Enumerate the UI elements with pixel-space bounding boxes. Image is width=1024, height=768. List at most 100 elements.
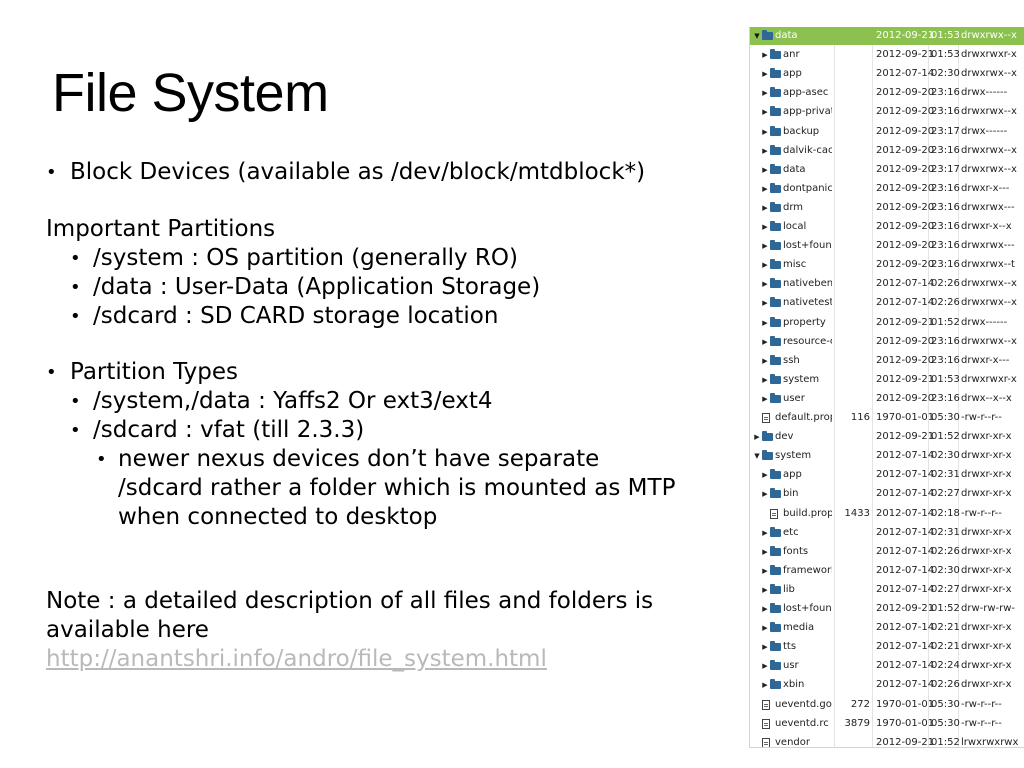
file-name: nativetest bbox=[783, 297, 832, 309]
collapsed-arrow-icon[interactable]: ▶ bbox=[762, 643, 768, 652]
file-time: 05:30 bbox=[931, 698, 960, 710]
reference-link[interactable]: http://anantshri.info/andro/file_system.… bbox=[46, 646, 547, 672]
collapsed-arrow-icon[interactable]: ▶ bbox=[762, 242, 768, 251]
collapsed-arrow-icon[interactable]: ▶ bbox=[762, 490, 768, 499]
file-date: 2012-07-14 bbox=[876, 488, 935, 500]
collapsed-arrow-icon[interactable]: ▶ bbox=[762, 624, 768, 633]
collapsed-arrow-icon[interactable]: ▶ bbox=[762, 681, 768, 690]
file-name: fonts bbox=[783, 545, 809, 557]
collapsed-arrow-icon[interactable]: ▶ bbox=[762, 184, 768, 193]
collapsed-arrow-icon[interactable]: ▶ bbox=[762, 662, 768, 671]
file-row[interactable]: ueventd.goldfish.rc2721970-01-0105:30-rw… bbox=[750, 696, 1024, 714]
collapsed-arrow-icon[interactable]: ▶ bbox=[762, 299, 768, 308]
expanded-arrow-icon[interactable]: ▼ bbox=[754, 32, 760, 40]
collapsed-arrow-icon[interactable]: ▶ bbox=[762, 337, 768, 346]
file-permissions: drwxr-xr-x bbox=[961, 488, 1012, 500]
file-icon bbox=[762, 699, 770, 710]
file-row[interactable]: ▶nativebenchmark2012-07-1402:26drwxrwx--… bbox=[750, 275, 1024, 293]
collapsed-arrow-icon[interactable]: ▶ bbox=[762, 375, 768, 384]
collapsed-arrow-icon[interactable]: ▶ bbox=[762, 280, 768, 289]
file-permissions: drwxr-xr-x bbox=[961, 469, 1012, 481]
folder-icon bbox=[770, 622, 781, 633]
folder-icon bbox=[770, 240, 781, 251]
file-date: 2012-09-20 bbox=[876, 125, 935, 137]
file-permissions: drwx------ bbox=[961, 316, 1008, 328]
collapsed-arrow-icon[interactable]: ▶ bbox=[762, 70, 768, 79]
collapsed-arrow-icon[interactable]: ▶ bbox=[762, 108, 768, 117]
file-name: framework bbox=[783, 564, 832, 576]
file-date: 2012-09-20 bbox=[876, 392, 935, 404]
collapsed-arrow-icon[interactable]: ▶ bbox=[762, 318, 768, 327]
file-permissions: drwxr-xr-x bbox=[961, 660, 1012, 672]
file-date: 2012-07-14 bbox=[876, 526, 935, 538]
collapsed-arrow-icon[interactable]: ▶ bbox=[762, 203, 768, 212]
collapsed-arrow-icon[interactable]: ▶ bbox=[762, 547, 768, 556]
collapsed-arrow-icon[interactable]: ▶ bbox=[762, 605, 768, 613]
collapsed-arrow-icon[interactable]: ▶ bbox=[762, 585, 768, 594]
collapsed-arrow-icon[interactable]: ▶ bbox=[762, 165, 768, 174]
file-name: xbin bbox=[783, 679, 805, 691]
file-time: 01:53 bbox=[931, 49, 960, 61]
file-name: ueventd.goldfish.rc bbox=[775, 698, 832, 710]
file-name: tts bbox=[783, 641, 797, 653]
bullet-marker: • bbox=[70, 420, 81, 441]
body-text-line: /sdcard : SD CARD storage location bbox=[93, 303, 499, 329]
collapsed-arrow-icon[interactable]: ▶ bbox=[762, 51, 768, 60]
collapsed-arrow-icon[interactable]: ▶ bbox=[762, 223, 768, 231]
file-date: 2012-07-14 bbox=[876, 564, 935, 576]
collapsed-arrow-icon[interactable]: ▶ bbox=[754, 433, 760, 442]
collapsed-arrow-icon[interactable]: ▶ bbox=[762, 146, 768, 155]
collapsed-arrow-icon[interactable]: ▶ bbox=[762, 89, 768, 98]
collapsed-arrow-icon[interactable]: ▶ bbox=[762, 127, 768, 136]
file-date: 2012-07-14 bbox=[876, 297, 935, 309]
collapsed-arrow-icon[interactable]: ▶ bbox=[762, 471, 768, 480]
file-permissions: drwxr-xr-x bbox=[961, 679, 1012, 691]
file-size: 3879 bbox=[844, 717, 870, 729]
collapsed-arrow-icon[interactable]: ▶ bbox=[762, 528, 768, 537]
collapsed-arrow-icon[interactable]: ▶ bbox=[762, 566, 768, 575]
collapsed-arrow-icon[interactable]: ▶ bbox=[762, 394, 768, 403]
collapsed-arrow-icon[interactable]: ▶ bbox=[762, 356, 768, 365]
expanded-arrow-icon[interactable]: ▼ bbox=[754, 452, 760, 461]
file-name: media bbox=[783, 622, 815, 634]
collapsed-arrow-icon[interactable]: ▶ bbox=[762, 261, 768, 270]
body-text-line: Block Devices (available as /dev/block/m… bbox=[70, 159, 646, 185]
folder-icon bbox=[770, 392, 781, 403]
